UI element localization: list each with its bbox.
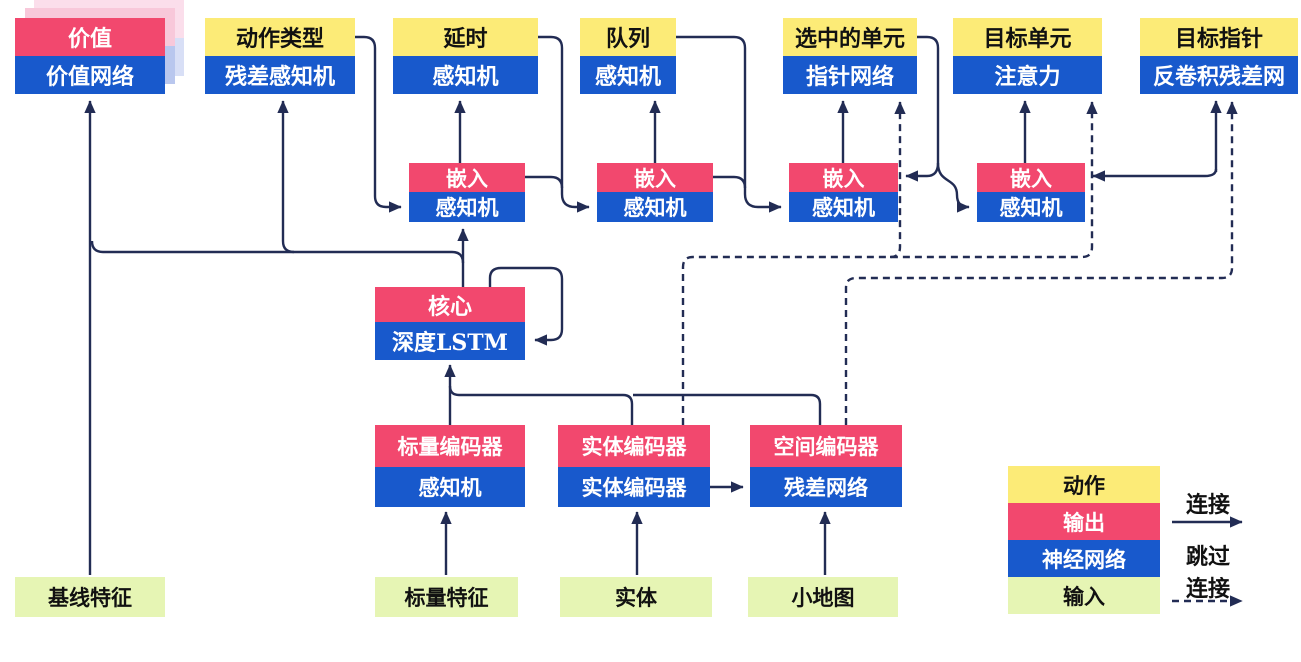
legend-color-key: 动作 输出 神经网络 输入	[1008, 466, 1160, 614]
node-queue: 队列 感知机	[580, 18, 676, 94]
node-target-unit-body: 注意力	[953, 56, 1102, 94]
node-value: 价值 价值网络	[15, 18, 165, 94]
node-action-type-header: 动作类型	[205, 18, 355, 56]
node-embed-3-body: 感知机	[789, 192, 898, 222]
node-embed-4: 嵌入 感知机	[977, 163, 1085, 222]
node-embed-2-header: 嵌入	[597, 163, 713, 192]
node-delay: 延时 感知机	[393, 18, 538, 94]
node-embed-1: 嵌入 感知机	[409, 163, 525, 222]
input-minimap: 小地图	[748, 577, 898, 617]
node-target-unit: 目标单元 注意力	[953, 18, 1102, 94]
input-entities-label: 实体	[560, 577, 712, 617]
node-scalar-encoder: 标量编码器 感知机	[375, 425, 525, 507]
input-minimap-label: 小地图	[748, 577, 898, 617]
input-scalar-features-label: 标量特征	[375, 577, 518, 617]
node-selected-units-header: 选中的单元	[783, 18, 917, 56]
node-delay-header: 延时	[393, 18, 538, 56]
node-value-header: 价值	[15, 18, 165, 56]
node-spatial-encoder: 空间编码器 残差网络	[750, 425, 902, 507]
legend-action: 动作	[1008, 466, 1160, 503]
node-embed-3-header: 嵌入	[789, 163, 898, 192]
node-core-body: 深度LSTM	[375, 322, 525, 360]
node-scalar-encoder-body: 感知机	[375, 467, 525, 507]
node-core-header: 核心	[375, 287, 525, 322]
legend-skip-label-line1: 跳过	[1185, 544, 1230, 570]
node-scalar-encoder-header: 标量编码器	[375, 425, 525, 467]
node-entity-encoder: 实体编码器 实体编码器	[558, 425, 710, 507]
node-embed-1-header: 嵌入	[409, 163, 525, 192]
legend-connection-label: 连接	[1185, 492, 1230, 518]
node-selected-units-body: 指针网络	[783, 56, 917, 94]
node-spatial-encoder-header: 空间编码器	[750, 425, 902, 467]
skip-connections	[681, 101, 1243, 607]
legend-skip-label-line2: 连接	[1185, 576, 1230, 602]
node-embed-2-body: 感知机	[597, 192, 713, 222]
node-target-point-body: 反卷积残差网	[1140, 56, 1298, 94]
node-queue-header: 队列	[580, 18, 676, 56]
legend-network: 神经网络	[1008, 540, 1160, 577]
input-entities: 实体	[560, 577, 712, 617]
node-spatial-encoder-body: 残差网络	[750, 467, 902, 507]
legend-output: 输出	[1008, 503, 1160, 540]
node-embed-1-body: 感知机	[409, 192, 525, 222]
node-target-point: 目标指针 反卷积残差网	[1140, 18, 1298, 94]
node-target-point-header: 目标指针	[1140, 18, 1298, 56]
input-baseline-features-label: 基线特征	[15, 577, 165, 617]
legend-input: 输入	[1008, 577, 1160, 614]
node-embed-2: 嵌入 感知机	[597, 163, 713, 222]
solid-connections	[84, 35, 1243, 575]
node-action-type: 动作类型 残差感知机	[205, 18, 355, 94]
node-embed-3: 嵌入 感知机	[789, 163, 898, 222]
node-value-body: 价值网络	[15, 56, 165, 94]
node-action-type-body: 残差感知机	[205, 56, 355, 94]
node-delay-body: 感知机	[393, 56, 538, 94]
node-selected-units: 选中的单元 指针网络	[783, 18, 917, 94]
node-target-unit-header: 目标单元	[953, 18, 1102, 56]
node-embed-4-body: 感知机	[977, 192, 1085, 222]
node-embed-4-header: 嵌入	[977, 163, 1085, 192]
node-core: 核心 深度LSTM	[375, 287, 525, 360]
node-entity-encoder-body: 实体编码器	[558, 467, 710, 507]
node-entity-encoder-header: 实体编码器	[558, 425, 710, 467]
input-scalar-features: 标量特征	[375, 577, 518, 617]
node-queue-body: 感知机	[580, 56, 676, 94]
input-baseline-features: 基线特征	[15, 577, 165, 617]
